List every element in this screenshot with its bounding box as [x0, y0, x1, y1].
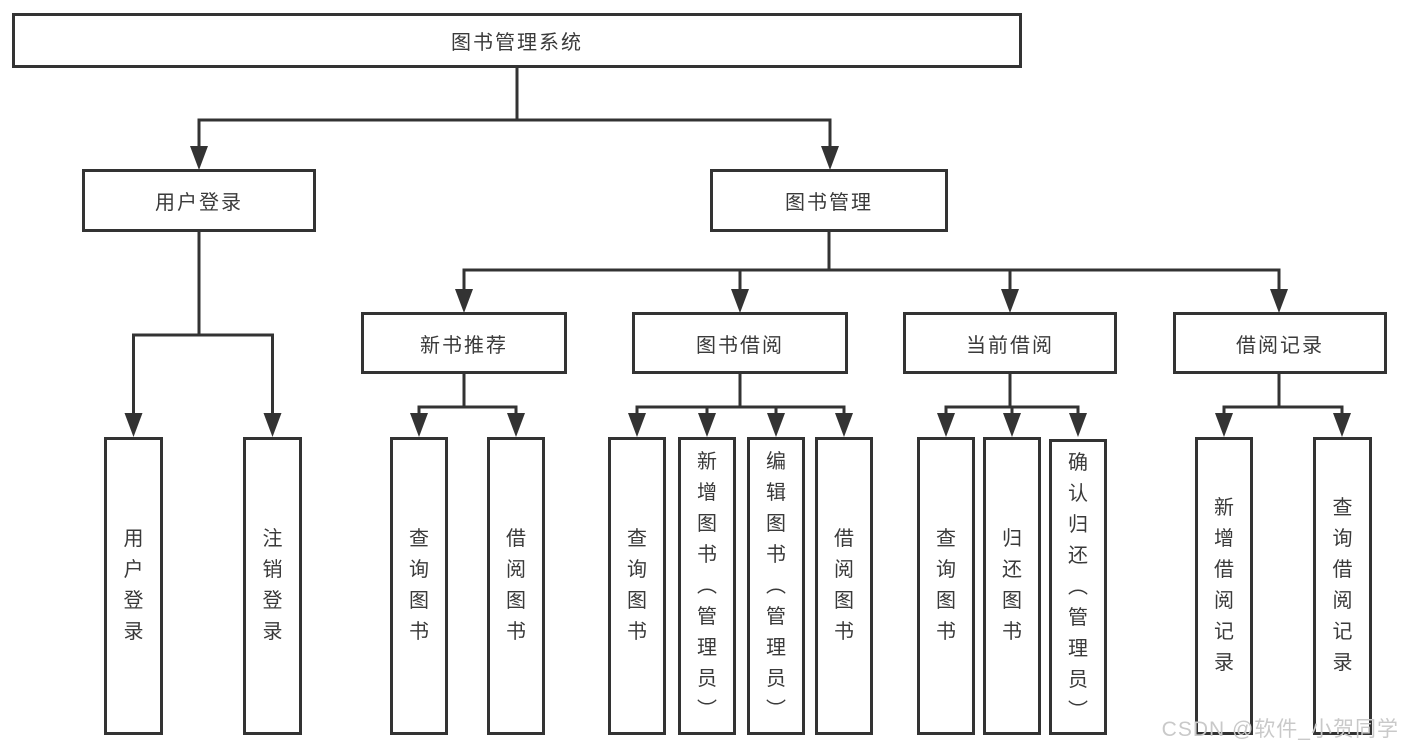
node-leaf-query-books-borrow: 查 询 图 书: [608, 437, 666, 735]
node-leaf-query-borrow-record: 查 询 借 阅 记 录: [1313, 437, 1372, 735]
node-root-system: 图书管理系统: [12, 13, 1022, 68]
node-book-management: 图书管理: [710, 169, 948, 232]
node-leaf-confirm-return-admin: 确 认 归 还 ︵ 管 理 员 ︶: [1049, 439, 1107, 735]
node-leaf-borrow-books-borrow: 借 阅 图 书: [815, 437, 873, 735]
node-user-login: 用户登录: [82, 169, 316, 232]
node-leaf-query-books-recommend: 查 询 图 书: [390, 437, 448, 735]
node-leaf-edit-books-admin: 编 辑 图 书 ︵ 管 理 员 ︶: [747, 437, 805, 735]
node-leaf-add-books-admin: 新 增 图 书 ︵ 管 理 员 ︶: [678, 437, 736, 735]
watermark: CSDN @软件_小贺同学: [1161, 718, 1399, 741]
node-borrow-records: 借阅记录: [1173, 312, 1387, 374]
node-current-borrow: 当前借阅: [903, 312, 1117, 374]
node-book-borrow: 图书借阅: [632, 312, 848, 374]
node-leaf-return-books: 归 还 图 书: [983, 437, 1041, 735]
node-leaf-user-login: 用 户 登 录: [104, 437, 163, 735]
node-leaf-add-borrow-record: 新 增 借 阅 记 录: [1195, 437, 1253, 735]
node-leaf-query-books-current: 查 询 图 书: [917, 437, 975, 735]
node-leaf-logout: 注 销 登 录: [243, 437, 302, 735]
node-leaf-borrow-books-recommend: 借 阅 图 书: [487, 437, 545, 735]
node-new-book-recommend: 新书推荐: [361, 312, 567, 374]
